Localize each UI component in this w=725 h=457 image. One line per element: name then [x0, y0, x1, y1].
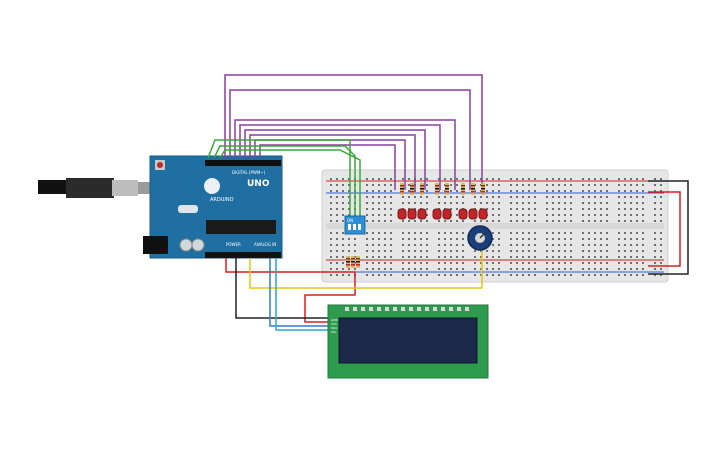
resistor[interactable]: [461, 183, 465, 195]
arduino-digital-label: DIGITAL (PWM~): [232, 170, 266, 175]
arduino-power-label: POWER: [226, 242, 241, 247]
dip-switch[interactable]: ON: [344, 215, 366, 235]
green-wires[interactable]: [207, 139, 361, 218]
arduino-uno-board[interactable]: UNO ARDUINO DIGITAL (PWM~) POWER ANALOG …: [38, 155, 283, 259]
power-wires[interactable]: [225, 180, 689, 331]
resistor[interactable]: [481, 183, 485, 195]
arduino-uno-label: UNO: [247, 179, 270, 189]
led[interactable]: [397, 208, 407, 220]
resistor[interactable]: [420, 183, 424, 195]
led[interactable]: [468, 208, 478, 220]
led[interactable]: [407, 208, 417, 220]
resistor[interactable]: [351, 256, 355, 268]
lcd-header-pins: [345, 307, 469, 311]
led[interactable]: [442, 208, 452, 220]
led-row[interactable]: [397, 208, 488, 220]
resistors[interactable]: [346, 183, 485, 268]
resistor[interactable]: [356, 256, 360, 268]
led[interactable]: [432, 208, 442, 220]
resistor[interactable]: [400, 183, 404, 195]
led[interactable]: [417, 208, 427, 220]
arduino-logo-label: ARDUINO: [210, 197, 234, 203]
resistor[interactable]: [410, 183, 414, 195]
arduino-analog-label: ANALOG IN: [254, 242, 276, 247]
breadboard[interactable]: [321, 169, 669, 283]
resistor[interactable]: [445, 183, 449, 195]
lcd-pin-label: SCL: [331, 330, 337, 334]
purple-wires[interactable]: [224, 74, 483, 190]
lcd-pin-label: GND: [331, 318, 339, 322]
led[interactable]: [458, 208, 468, 220]
lcd-pin-label: SDA: [331, 326, 338, 330]
breadboard-holes: [330, 178, 662, 276]
resistor[interactable]: [346, 256, 350, 268]
resistor[interactable]: [435, 183, 439, 195]
lcd-pin-label: VCC: [331, 322, 337, 326]
dip-switch-label: ON: [347, 218, 353, 223]
led[interactable]: [478, 208, 488, 220]
potentiometer[interactable]: [467, 225, 493, 251]
resistor[interactable]: [471, 183, 475, 195]
